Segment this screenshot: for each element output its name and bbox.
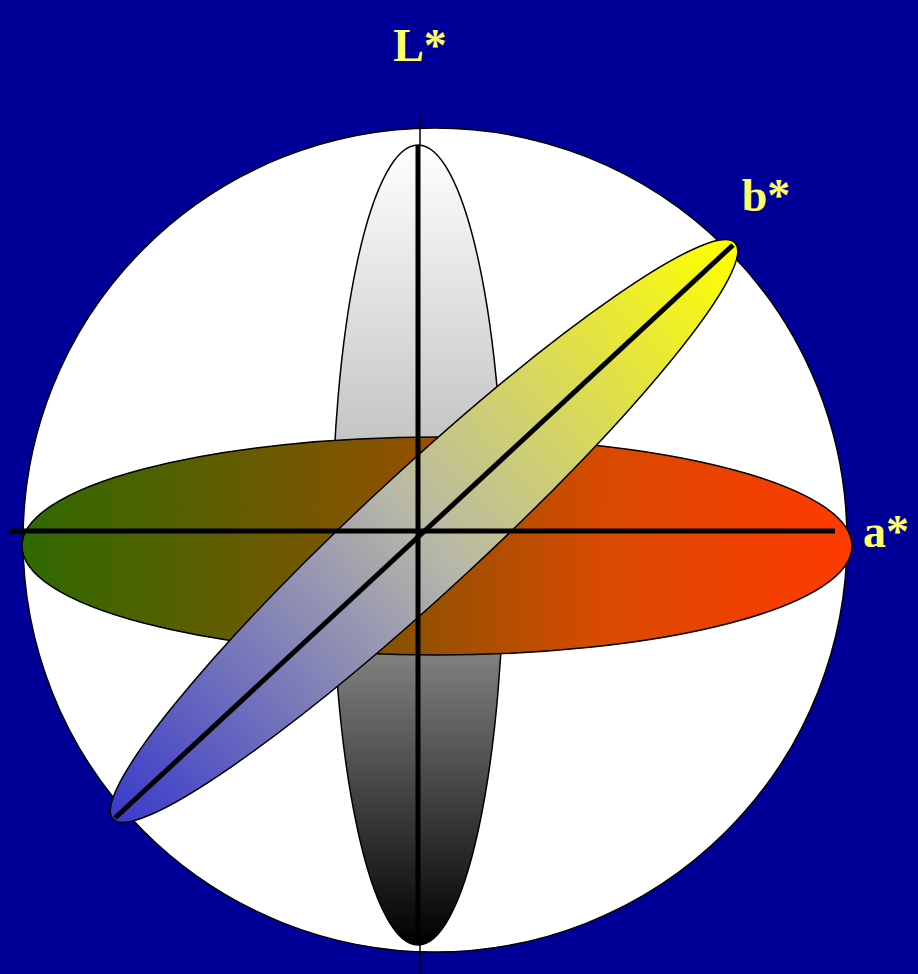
l-axis <box>416 145 421 945</box>
axis-label: b* <box>742 173 791 219</box>
axis-label: L* <box>393 23 447 69</box>
axis-label: a* <box>863 509 909 555</box>
b-axis <box>115 245 733 818</box>
